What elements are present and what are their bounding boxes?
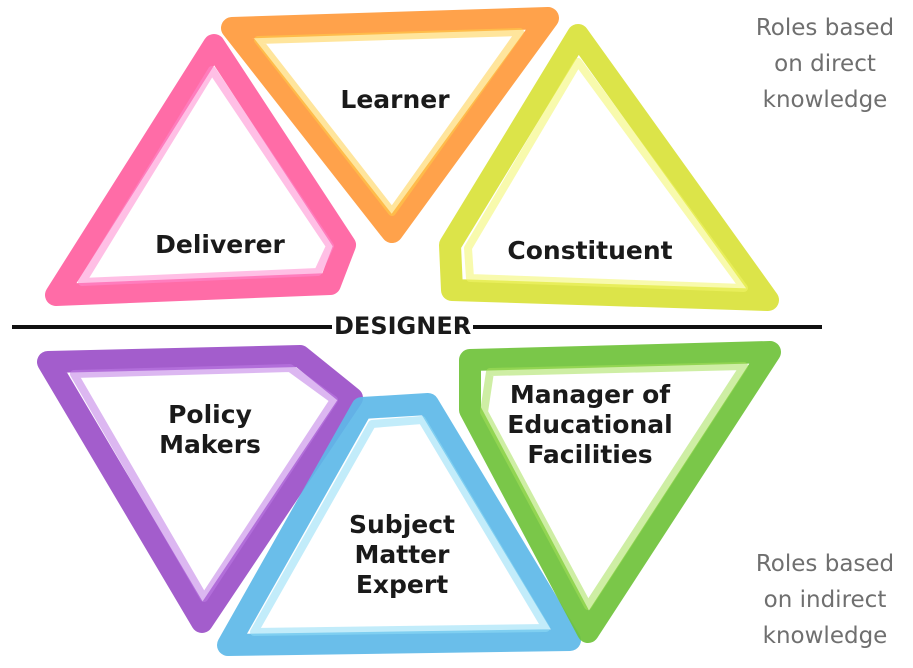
manager-shape <box>459 341 781 643</box>
deliverer-label: Deliverer <box>155 230 285 259</box>
constituent-triangle <box>439 24 779 311</box>
learner-shape <box>221 7 559 243</box>
subject-matter-expert-label: Subject Matter Expert <box>349 510 455 599</box>
indirect-knowledge-note: Roles based on indirect knowledge <box>755 551 895 649</box>
constituent-label: Constituent <box>507 236 673 265</box>
manager-label: Manager of Educational Facilities <box>507 380 673 469</box>
designer-label: DESIGNER <box>332 311 474 341</box>
policy-makers-triangle <box>37 345 363 633</box>
deliverer-shape <box>45 34 356 306</box>
learner-label: Learner <box>340 85 450 114</box>
manager-triangle <box>459 341 781 643</box>
learner-triangle <box>221 7 559 243</box>
subject-matter-expert-shape <box>217 393 581 656</box>
constituent-shape <box>439 24 779 311</box>
policy-makers-label: Policy Makers <box>159 400 261 459</box>
direct-knowledge-note: Roles based on direct knowledge <box>755 15 895 113</box>
subject-matter-expert-triangle <box>217 393 581 656</box>
policy-makers-shape <box>37 345 363 633</box>
deliverer-triangle <box>45 34 356 306</box>
